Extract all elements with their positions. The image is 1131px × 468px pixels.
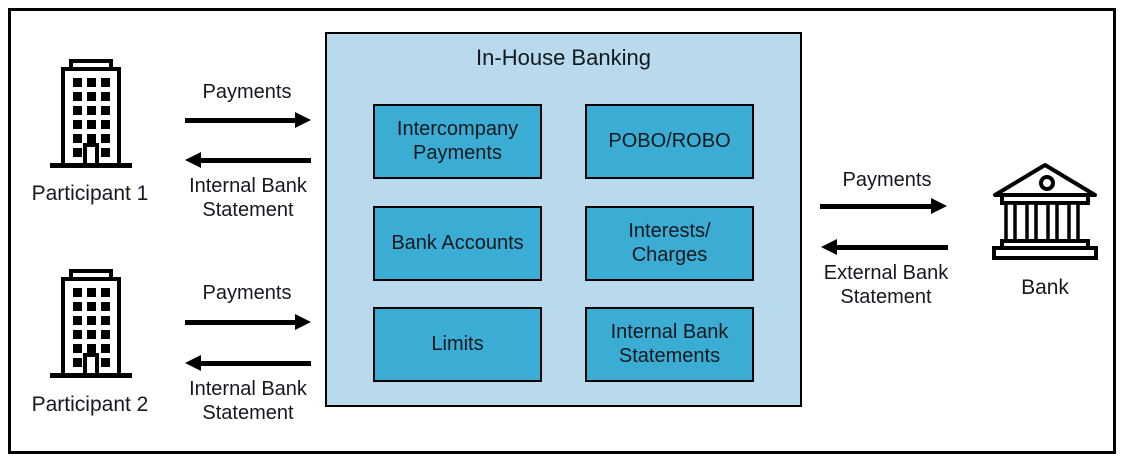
module-interests-charges: Interests/ Charges bbox=[585, 206, 754, 281]
participant2-statement-arrow bbox=[185, 355, 311, 371]
bank-payments-arrow bbox=[820, 198, 947, 214]
bank-payments-label: Payments bbox=[842, 169, 932, 191]
participant2-statement-label: Internal Bank Statement bbox=[189, 378, 307, 424]
module-pobo-robo: POBO/ROBO bbox=[585, 104, 754, 179]
in-house-banking-title: In-House Banking bbox=[476, 45, 651, 70]
module-intercompany-payments: Intercompany Payments bbox=[373, 104, 542, 179]
bank-icon bbox=[992, 163, 1098, 260]
module-internal-bank-statements: Internal Bank Statements bbox=[585, 307, 754, 382]
participant2-label: Participant 2 bbox=[31, 393, 149, 416]
participant1-statement-label: Internal Bank Statement bbox=[189, 175, 307, 221]
participant2-payments-arrow bbox=[185, 314, 311, 330]
office-building-icon bbox=[50, 59, 132, 168]
in-house-banking-container: In-House Banking Intercompany Payments P… bbox=[325, 32, 802, 407]
participant1-building-icon bbox=[50, 57, 132, 172]
bank-statement-label: External Bank Statement bbox=[823, 262, 949, 308]
office-building-icon bbox=[50, 269, 132, 378]
bank-label: Bank bbox=[1021, 276, 1069, 299]
participant1-label: Participant 1 bbox=[31, 182, 149, 205]
participant2-payments-label: Payments bbox=[202, 282, 292, 304]
participant1-statement-arrow bbox=[185, 152, 311, 168]
participant1-payments-arrow bbox=[185, 112, 311, 128]
outer-frame bbox=[8, 8, 1116, 454]
module-bank-accounts: Bank Accounts bbox=[373, 206, 542, 281]
module-limits: Limits bbox=[373, 307, 542, 382]
bank-building bbox=[991, 162, 1099, 262]
participant1-payments-label: Payments bbox=[202, 81, 292, 103]
bank-statement-arrow bbox=[821, 239, 948, 255]
participant2-building-icon bbox=[50, 267, 132, 382]
